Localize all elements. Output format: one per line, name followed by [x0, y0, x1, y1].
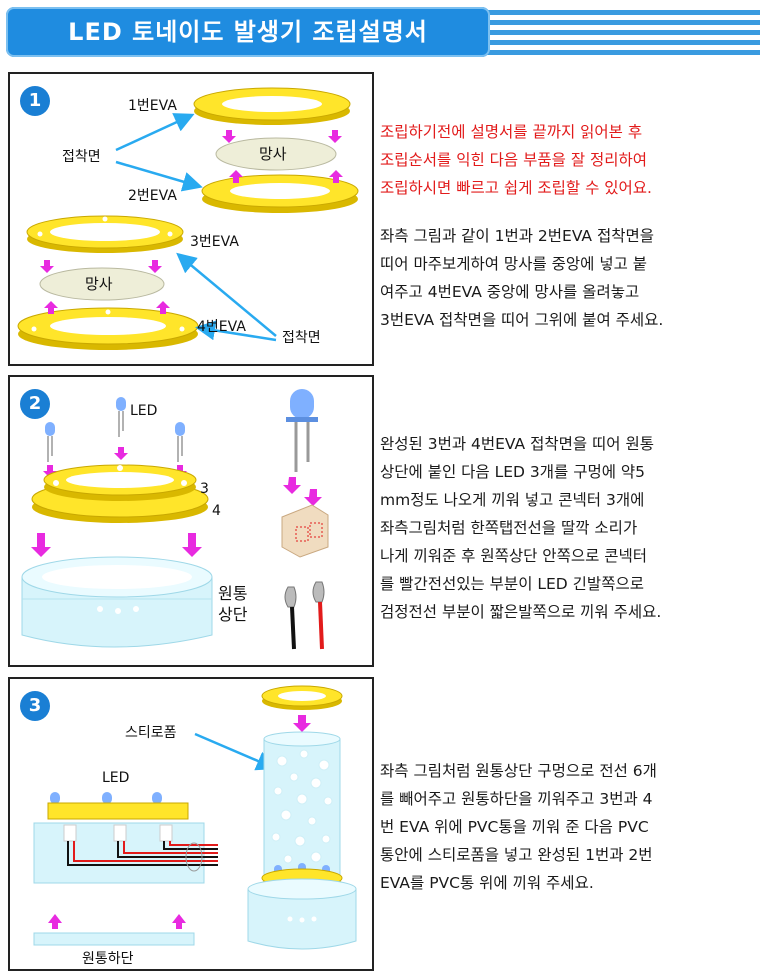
label-adhesive-left: 접착면	[62, 149, 101, 165]
instruction-line: 띠어 마주보게하여 망사를 중앙에 넣고 붙	[380, 255, 648, 273]
adhesive-pointers	[115, 113, 277, 342]
step2-ring-arrows	[31, 533, 202, 557]
instruction-line: 번 EVA 위에 PVC통을 끼워 준 다음 PVC	[380, 818, 649, 836]
label-cylinder-top-1: 원통	[218, 584, 247, 603]
instruction-line: 를 빼어주고 원통하단을 끼워주고 3번과 4	[380, 790, 653, 808]
page-title: LED 토네이도 발생기 조립설명서	[68, 18, 428, 46]
label-ring3: 3	[200, 481, 209, 497]
label-mesh-top: 망사	[259, 145, 287, 163]
led-board	[47, 792, 189, 820]
instruction-line: 검정전선 부분이 짧은발쪽으로 끼워 주세요.	[380, 603, 662, 621]
cylinder-top-cross-section	[33, 822, 218, 884]
cylinder-bottom-plate	[33, 932, 195, 946]
step1-arrows-top	[222, 130, 343, 183]
instruction-line: 좌측 그림과 같이 1번과 2번EVA 접착면을	[380, 227, 655, 245]
instruction-line: EVA를 PVC통 위에 끼워 주세요.	[380, 874, 594, 892]
step3-instructions: 좌측 그림처럼 원통상단 구멍으로 전선 6개 를 빼어주고 원통하단을 끼워주…	[380, 757, 755, 897]
step1-warning: 조립하기전에 설명서를 끝까지 읽어본 후 조립순서를 익힌 다음 부품을 잘 …	[380, 118, 755, 202]
step3-panel: 3 스티로폼 LED	[8, 677, 374, 971]
mesh-bottom	[39, 267, 165, 301]
step2-number-badge: 2	[20, 389, 50, 419]
instruction-line: 여주고 4번EVA 중앙에 망사를 올려놓고	[380, 283, 640, 301]
mesh-top	[215, 137, 337, 171]
label-eva3: 3번EVA	[190, 234, 239, 250]
instruction-line: mm정도 나오게 끼워 넣고 콘넥터 3개에	[380, 491, 645, 509]
connector-icon	[281, 504, 329, 558]
eva1-ring	[193, 87, 351, 125]
step3-number-badge: 3	[20, 691, 50, 721]
cylinder-top	[21, 556, 213, 648]
led-detail-icon	[286, 389, 318, 472]
instruction-line: 좌측그림처럼 한쪽탭전선을 딸깍 소리가	[380, 519, 638, 537]
instruction-line: 를 빨간전선있는 부분이 LED 긴발쪽으로	[380, 575, 644, 593]
instruction-line: 통안에 스티로폼을 넣고 완성된 1번과 2번	[380, 846, 653, 864]
step2-instructions: 완성된 3번과 4번EVA 접착면을 띠어 원통 상단에 붙인 다음 LED 3…	[380, 430, 755, 626]
label-cylinder-bottom: 원통하단	[82, 951, 134, 967]
warning-line: 조립순서를 익힌 다음 부품을 잘 정리하여	[380, 151, 648, 169]
styrofoam-balls	[271, 749, 333, 864]
styrofoam-pointer	[194, 732, 277, 771]
instruction-line: 나게 끼워준 후 원쪽상단 안쪽으로 콘넥터	[380, 547, 648, 565]
ring3	[43, 464, 197, 501]
instruction-line: 완성된 3번과 4번EVA 접착면을 띠어 원통	[380, 435, 655, 453]
led-icons	[45, 397, 185, 462]
step1-diagram: 1번EVA 접착면 2번EVA 3번EVA 4번EVA 접착면 망사 망사	[17, 87, 359, 350]
step3-diagram: 스티로폼 LED 원통하단	[33, 685, 357, 967]
top-ring-step3	[261, 685, 343, 710]
wire-pair-icon	[284, 581, 325, 650]
label-eva4: 4번EVA	[197, 319, 246, 335]
step2-panel: 2 LED 3 4	[8, 375, 374, 667]
instruction-line: 상단에 붙인 다음 LED 3개를 구멍에 약5	[380, 463, 646, 481]
label-led-step3: LED	[102, 770, 129, 786]
label-cylinder-top-2: 상단	[218, 605, 248, 624]
step1-number-badge: 1	[20, 86, 50, 116]
label-led: LED	[130, 403, 157, 419]
instruction-line: 3번EVA 접착면을 띠어 그위에 붙여 주세요.	[380, 311, 664, 329]
label-ring4: 4	[212, 503, 221, 519]
step2-connector-arrows	[283, 477, 322, 506]
header-stripes	[0, 10, 760, 55]
label-styrofoam: 스티로폼	[125, 725, 177, 741]
step3-bottom-arrows	[48, 914, 186, 929]
eva4-ring	[17, 307, 199, 350]
warning-line: 조립하기전에 설명서를 끝까지 읽어본 후	[380, 123, 643, 141]
step2-diagram: LED 3 4 원통 상	[21, 389, 329, 650]
tube-base	[247, 878, 357, 950]
label-eva2: 2번EVA	[128, 188, 177, 204]
eva3-ring	[26, 215, 184, 253]
top-ring-arrow	[293, 715, 311, 732]
label-adhesive-right: 접착면	[282, 330, 321, 346]
step1-instructions: 좌측 그림과 같이 1번과 2번EVA 접착면을 띠어 마주보게하여 망사를 중…	[380, 222, 755, 334]
label-eva1: 1번EVA	[128, 98, 177, 114]
title-banner: LED 토네이도 발생기 조립설명서	[6, 7, 490, 57]
step1-panel: 1	[8, 72, 374, 366]
instruction-line: 좌측 그림처럼 원통상단 구멍으로 전선 6개	[380, 762, 657, 780]
label-mesh-bottom: 망사	[85, 275, 113, 293]
warning-line: 조립하시면 빠르고 쉽게 조립할 수 있어요.	[380, 179, 652, 197]
step1-arrows-bottom	[40, 260, 170, 314]
